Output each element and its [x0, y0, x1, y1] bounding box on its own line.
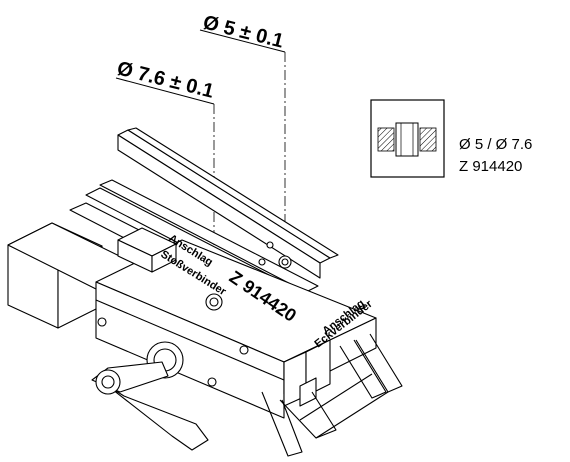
corner-stop-fixture	[283, 339, 331, 407]
dimension-d5-label: Ø 5 ± 0.1	[201, 12, 286, 53]
dimension-d76-label: Ø 7.6 ± 0.1	[115, 58, 216, 103]
insert-section-left	[377, 127, 395, 152]
jig-body	[7, 127, 403, 457]
legend-diameters: Ø 5 / Ø 7.6	[459, 136, 532, 153]
insert-section-right	[419, 127, 437, 152]
insert-bore	[395, 122, 419, 157]
insert-legend	[370, 99, 445, 178]
profile-frames	[261, 333, 403, 457]
stop-block-butt	[117, 227, 177, 273]
clamping-lever	[91, 361, 209, 451]
legend-part-number: Z 914420	[459, 158, 522, 175]
